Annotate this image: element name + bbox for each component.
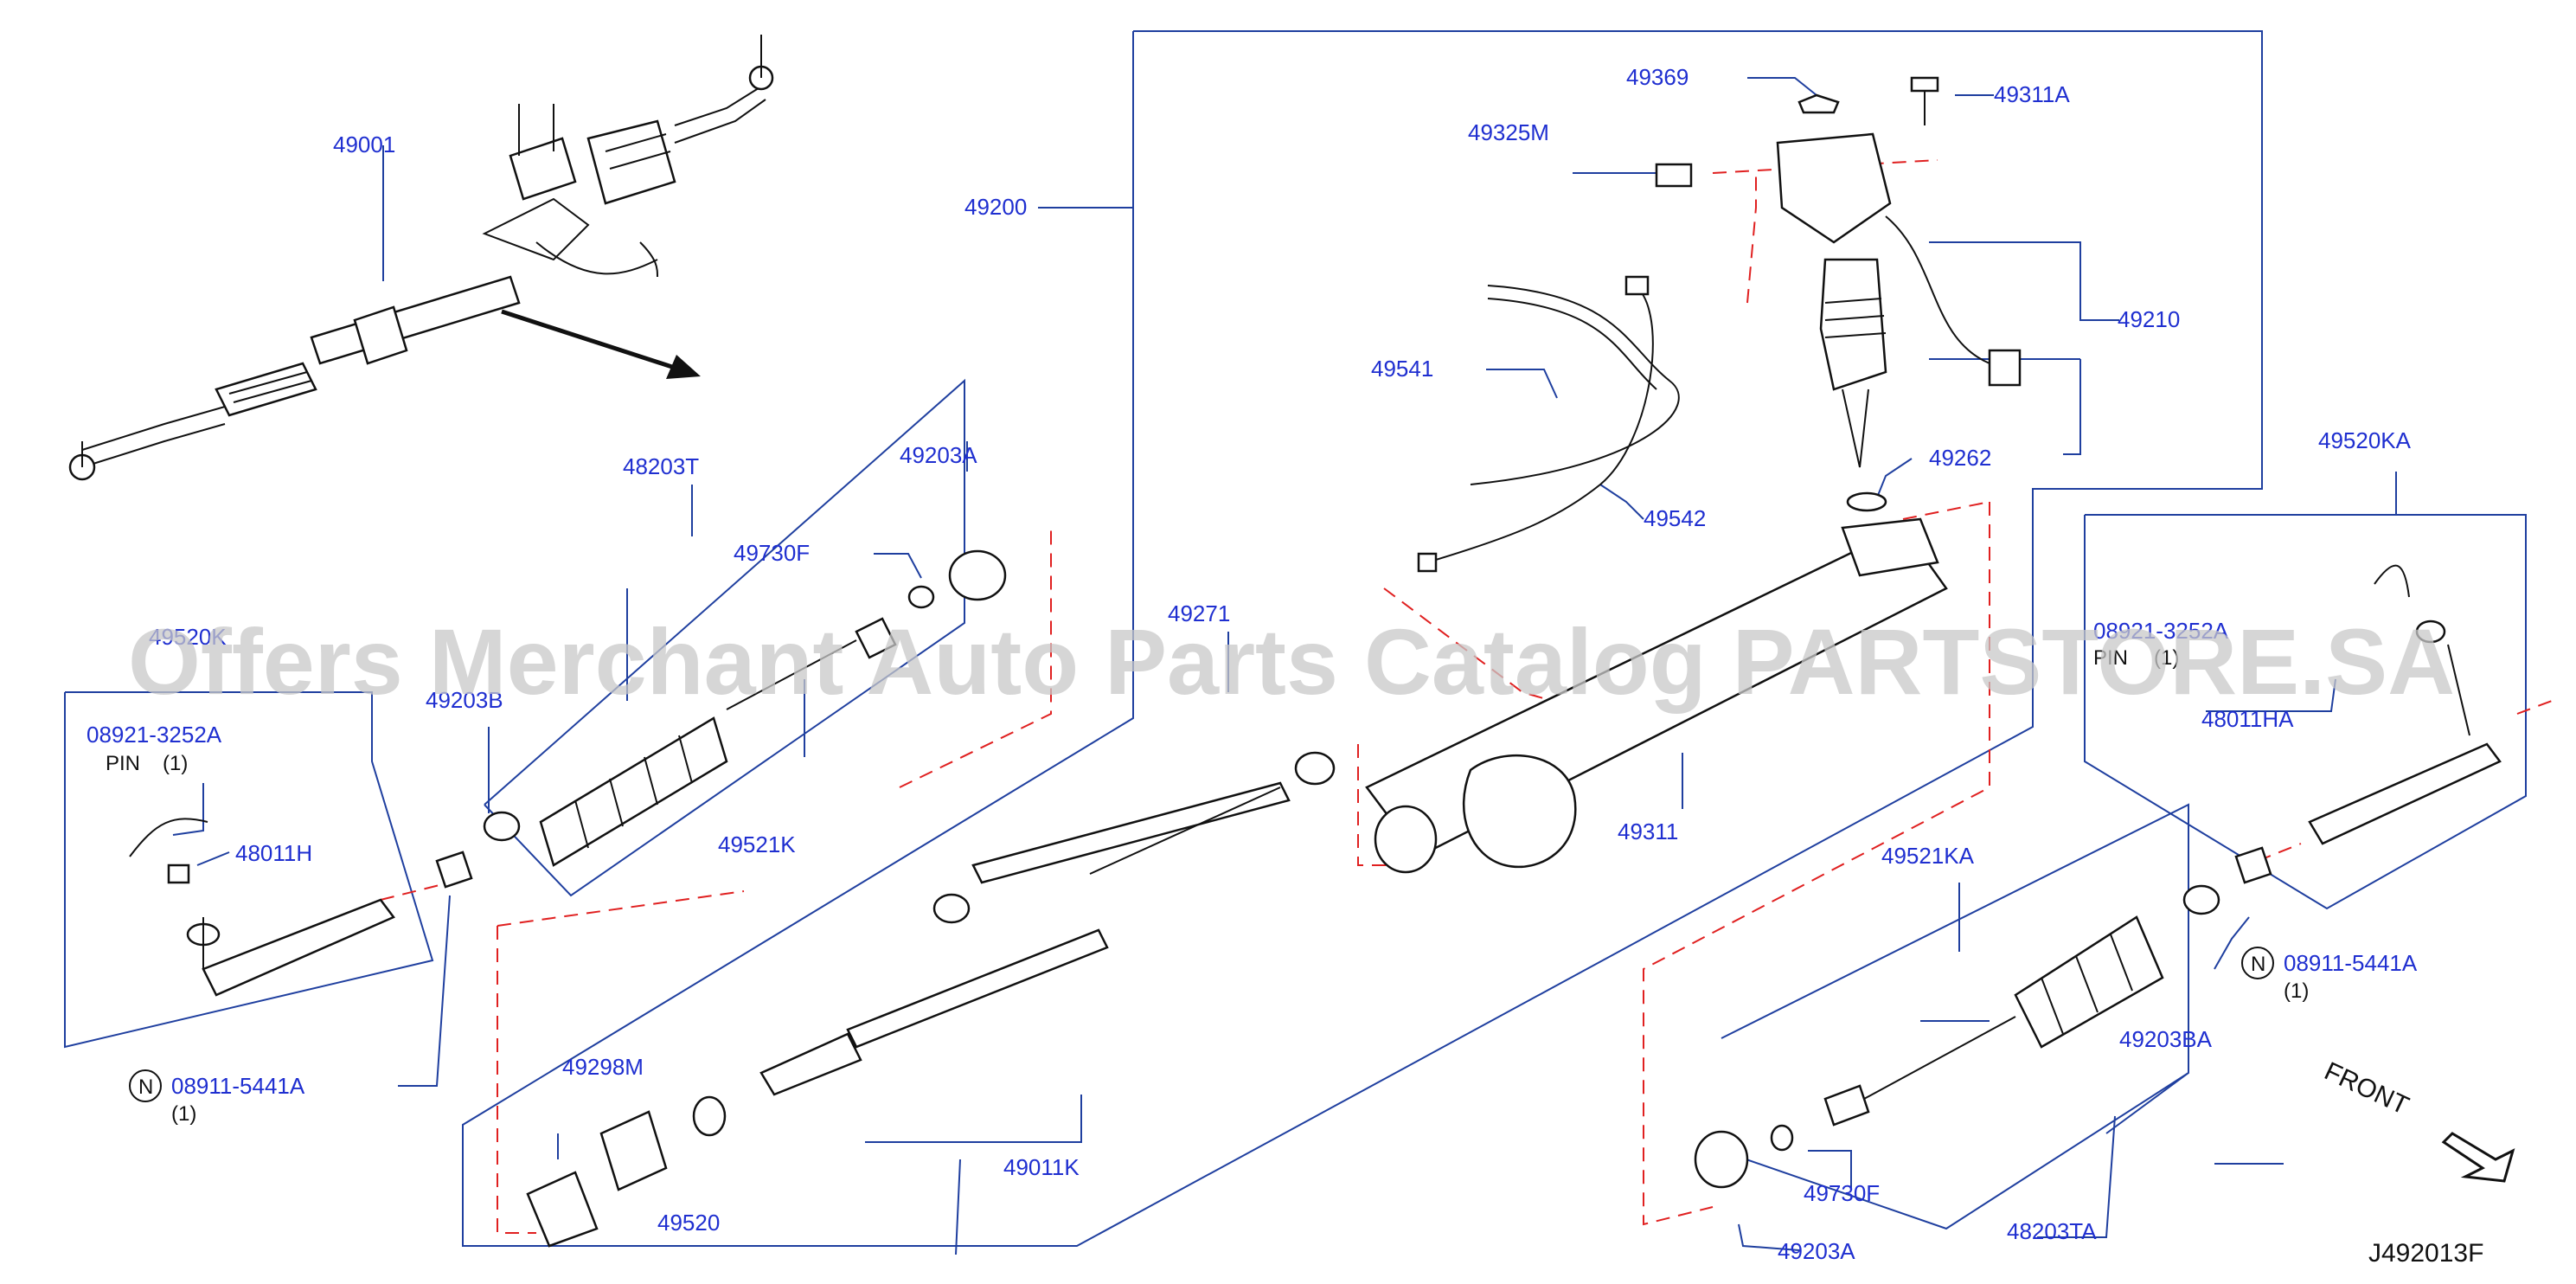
label-49520K-partial[interactable]: 49520K [149, 624, 227, 650]
part-labels: 49001 49200 49369 49311A 49325M 49210 49… [87, 64, 2418, 1264]
label-48011H[interactable]: 48011H [235, 840, 312, 866]
label-08921-3252A-right[interactable]: 08921-3252A [2093, 618, 2229, 644]
left-boot-group-outline [484, 378, 965, 897]
note-qty-nut-left: (1) [171, 1102, 196, 1126]
label-49730F-bottom[interactable]: 49730F [1804, 1180, 1880, 1206]
note-pin-left: PIN [106, 752, 140, 775]
label-49311[interactable]: 49311 [1618, 819, 1678, 844]
label-49521KA[interactable]: 49521KA [1881, 843, 1975, 869]
label-49203A-bottom[interactable]: 49203A [1778, 1238, 1855, 1264]
label-48203T[interactable]: 48203T [623, 453, 699, 479]
label-49541[interactable]: 49541 [1371, 356, 1433, 382]
note-qty-pin-left: (1) [163, 752, 188, 775]
label-49369[interactable]: 49369 [1626, 64, 1688, 90]
note-pin-right: PIN [2093, 646, 2128, 670]
label-49542[interactable]: 49542 [1644, 505, 1706, 531]
note-qty-nut-right: (1) [2284, 979, 2309, 1003]
watermark-text: Offers Merchant Auto Parts Catalog PARTS… [128, 609, 2455, 714]
label-49311A[interactable]: 49311A [1994, 81, 2070, 107]
gear-sub-assembly-outline [462, 30, 2263, 1247]
label-48203TA[interactable]: 48203TA [2007, 1218, 2097, 1244]
label-49203A-top[interactable]: 49203A [900, 442, 977, 468]
n-symbol-right: N [2251, 953, 2265, 976]
label-49521K[interactable]: 49521K [718, 831, 796, 857]
note-qty-pin-right: (1) [2154, 646, 2179, 670]
diagram-code: J492013F [2368, 1239, 2483, 1268]
label-49262[interactable]: 49262 [1929, 445, 1991, 471]
label-49011K[interactable]: 49011K [1003, 1154, 1080, 1180]
steering-gear-assembly-illustration [68, 35, 774, 481]
label-49203B[interactable]: 49203B [426, 687, 503, 713]
front-direction-arrow [2441, 1132, 2515, 1183]
label-48011HA[interactable]: 48011HA [2201, 706, 2294, 732]
label-49210[interactable]: 49210 [2118, 306, 2180, 332]
label-08911-5441A-left[interactable]: 08911-5441A [171, 1073, 305, 1099]
label-49325M[interactable]: 49325M [1468, 119, 1549, 145]
label-49200[interactable]: 49200 [964, 194, 1027, 220]
label-49001[interactable]: 49001 [333, 132, 395, 157]
label-49203BA[interactable]: 49203BA [2119, 1026, 2213, 1052]
label-49298M[interactable]: 49298M [562, 1054, 644, 1080]
left-tie-rod-end-box [64, 691, 434, 1049]
direction-arrow [501, 309, 701, 379]
right-tie-rod-end-box [2084, 514, 2527, 910]
label-49271[interactable]: 49271 [1168, 600, 1230, 626]
front-label: FRONT [2320, 1056, 2413, 1120]
part-drawings [129, 76, 2502, 1248]
label-49520KA[interactable]: 49520KA [2318, 427, 2412, 453]
label-08911-5441A-right[interactable]: 08911-5441A [2284, 950, 2418, 976]
n-symbol-left: N [138, 1075, 153, 1099]
label-49730F-top[interactable]: 49730F [734, 540, 810, 566]
label-08921-3252A-left[interactable]: 08921-3252A [87, 722, 222, 748]
label-49520[interactable]: 49520 [657, 1210, 720, 1236]
